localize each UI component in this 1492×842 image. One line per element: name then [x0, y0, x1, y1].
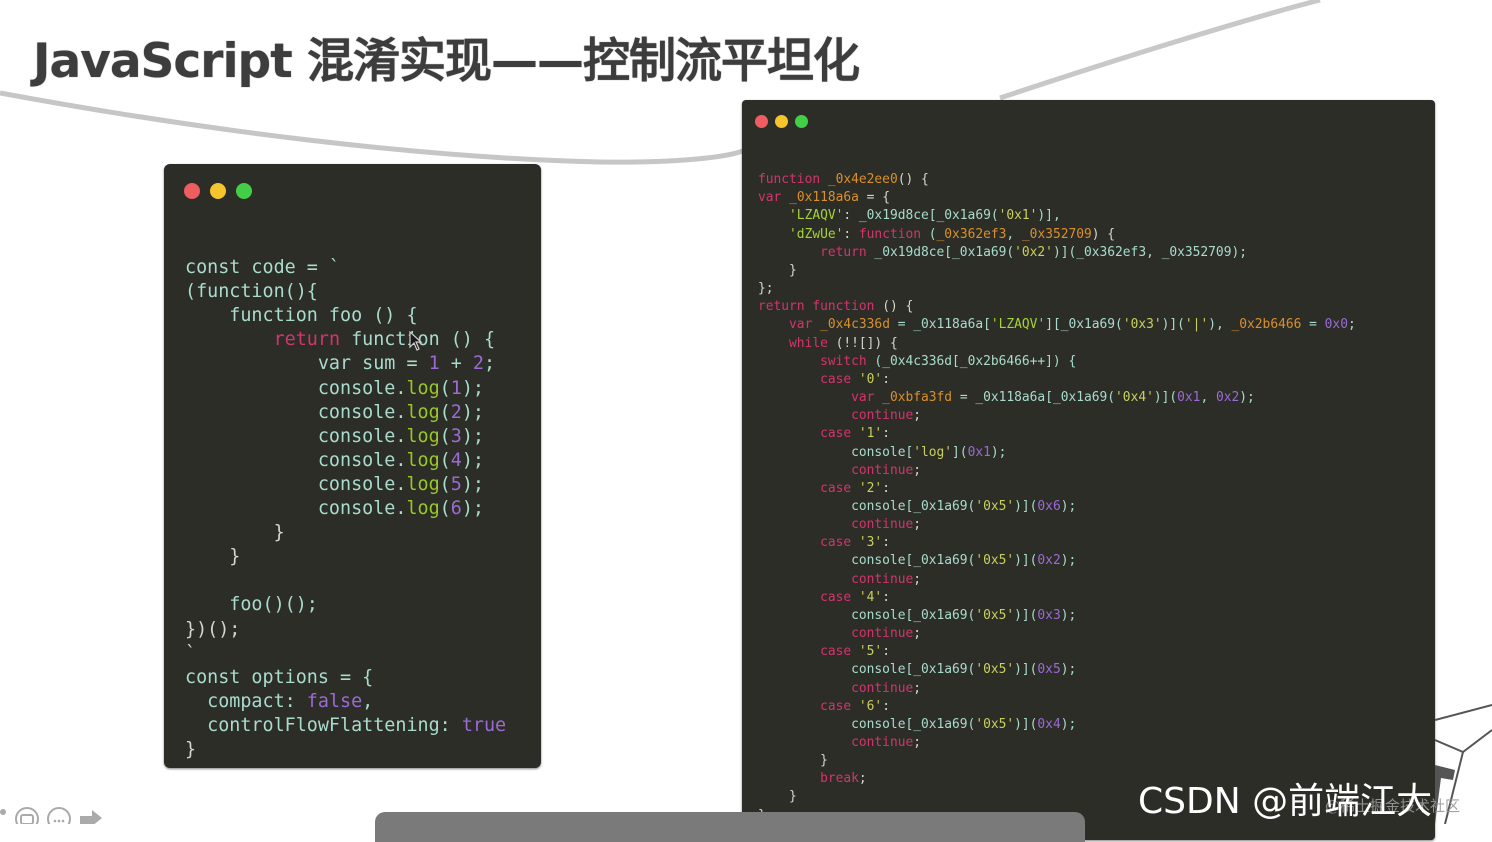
code-line: }	[185, 522, 285, 544]
mouse-cursor-icon	[409, 331, 423, 351]
bottom-toolbar	[375, 812, 1085, 842]
code-line: console['log'](0x1);	[758, 444, 1007, 460]
minimize-dot-icon	[210, 183, 226, 199]
code-line: controlFlowFlattening: true	[185, 714, 507, 736]
pointer-tool-icon[interactable]	[0, 806, 8, 824]
code-line: var _0x4c336d = _0x118a6a['LZAQV'][_0x1a…	[789, 317, 1356, 333]
code-line: continue;	[851, 735, 921, 750]
code-line: case '6':	[820, 698, 890, 714]
code-line: compact: false,	[185, 690, 374, 712]
code-line: case '5':	[820, 644, 890, 660]
comment-icon[interactable]	[46, 806, 72, 824]
code-line: console[_0x1a69('0x5')](0x2);	[758, 553, 1077, 569]
code-line: break;	[820, 771, 867, 787]
code-line: }	[185, 738, 197, 760]
code-line: console[_0x1a69('0x5')](0x5);	[758, 662, 1077, 678]
code-line: const options = {	[185, 666, 374, 688]
code-line: continue;	[851, 462, 921, 478]
obfuscated-code-window: function _0x4e2ee0() {var _0x118a6a = { …	[742, 100, 1435, 840]
code-line: console[_0x1a69('0x5')](0x4);	[758, 716, 1077, 732]
minimize-dot-icon	[775, 115, 788, 128]
code-line: }	[758, 753, 828, 769]
code-line: case '3':	[820, 535, 890, 551]
code-line: var sum = 1 + 2;	[185, 353, 496, 375]
code-line: `	[185, 642, 197, 664]
code-line: console.log(1);	[185, 377, 484, 399]
code-line: }	[758, 262, 797, 278]
maximize-dot-icon	[236, 183, 252, 199]
code-line: console[_0x1a69('0x5')](0x3);	[758, 607, 1077, 623]
code-line: var _0x118a6a = {	[758, 190, 890, 206]
code-line: foo()();	[185, 594, 318, 616]
code-line: console.log(3);	[185, 425, 484, 447]
code-line: var _0xbfa3fd = _0x118a6a[_0x1a69('0x4')…	[851, 390, 1255, 406]
code-line: return function () {	[758, 299, 914, 315]
code-line: continue;	[851, 571, 921, 587]
code-line: }	[185, 546, 241, 568]
decorative-cube-icon	[1435, 704, 1492, 824]
code-line: })();	[185, 618, 241, 640]
code-line: console.log(6);	[185, 498, 484, 520]
code-line: };	[758, 281, 774, 297]
code-line: case '2':	[820, 480, 890, 496]
code-line: console.log(4);	[185, 449, 484, 471]
code-line: case '0':	[820, 371, 890, 387]
code-line	[758, 153, 1356, 171]
csdn-watermark: CSDN @前端江大	[1138, 781, 1433, 822]
code-line: 'LZAQV': _0x19d8ce[_0x1a69('0x1')],	[789, 208, 1061, 224]
code-line: continue;	[851, 626, 921, 642]
share-arrow-icon[interactable]	[78, 806, 104, 824]
close-dot-icon	[184, 183, 200, 199]
code-line: case '4':	[820, 589, 890, 605]
code-line: console.log(2);	[185, 401, 484, 423]
slide-title: JavaScript 混淆实现——控制流平坦化	[33, 34, 860, 89]
code-line: function _0x4e2ee0() {	[758, 172, 929, 188]
code-line: continue;	[851, 517, 921, 533]
code-line	[185, 232, 506, 256]
obfuscated-code-block: function _0x4e2ee0() {var _0x118a6a = { …	[758, 153, 1356, 825]
window-controls	[755, 115, 808, 128]
code-line: console[_0x1a69('0x5')](0x6);	[758, 498, 1077, 514]
code-line	[185, 569, 506, 593]
code-line: switch (_0x4c336d[_0x2b6466++]) {	[820, 353, 1077, 369]
source-code-window: const code = `(function(){ function foo …	[164, 164, 541, 768]
code-line: console.log(5);	[185, 473, 484, 495]
code-line: continue;	[851, 408, 921, 424]
code-line: return _0x19d8ce[_0x1a69('0x2')](_0x362e…	[820, 244, 1247, 260]
maximize-dot-icon	[795, 115, 808, 128]
slideshow-icon[interactable]	[14, 806, 40, 824]
code-line: const code = `	[185, 257, 341, 279]
code-line: while (!![]) {	[789, 335, 898, 351]
code-line: return function () {	[273, 329, 496, 351]
code-line: 'dZwUe': function (_0x362ef3, _0x352709)…	[789, 226, 1116, 242]
close-dot-icon	[755, 115, 768, 128]
window-controls	[184, 183, 252, 199]
code-line: continue;	[851, 680, 921, 696]
code-line: case '1':	[820, 426, 890, 442]
code-line: function foo () {	[185, 305, 418, 327]
juejin-watermark: @稀土掘金技术社区	[1325, 797, 1461, 815]
source-code-block: const code = `(function(){ function foo …	[185, 232, 506, 762]
code-line: (function(){	[185, 281, 318, 303]
slideshow-controls[interactable]	[0, 806, 104, 824]
code-line: }	[758, 789, 797, 805]
